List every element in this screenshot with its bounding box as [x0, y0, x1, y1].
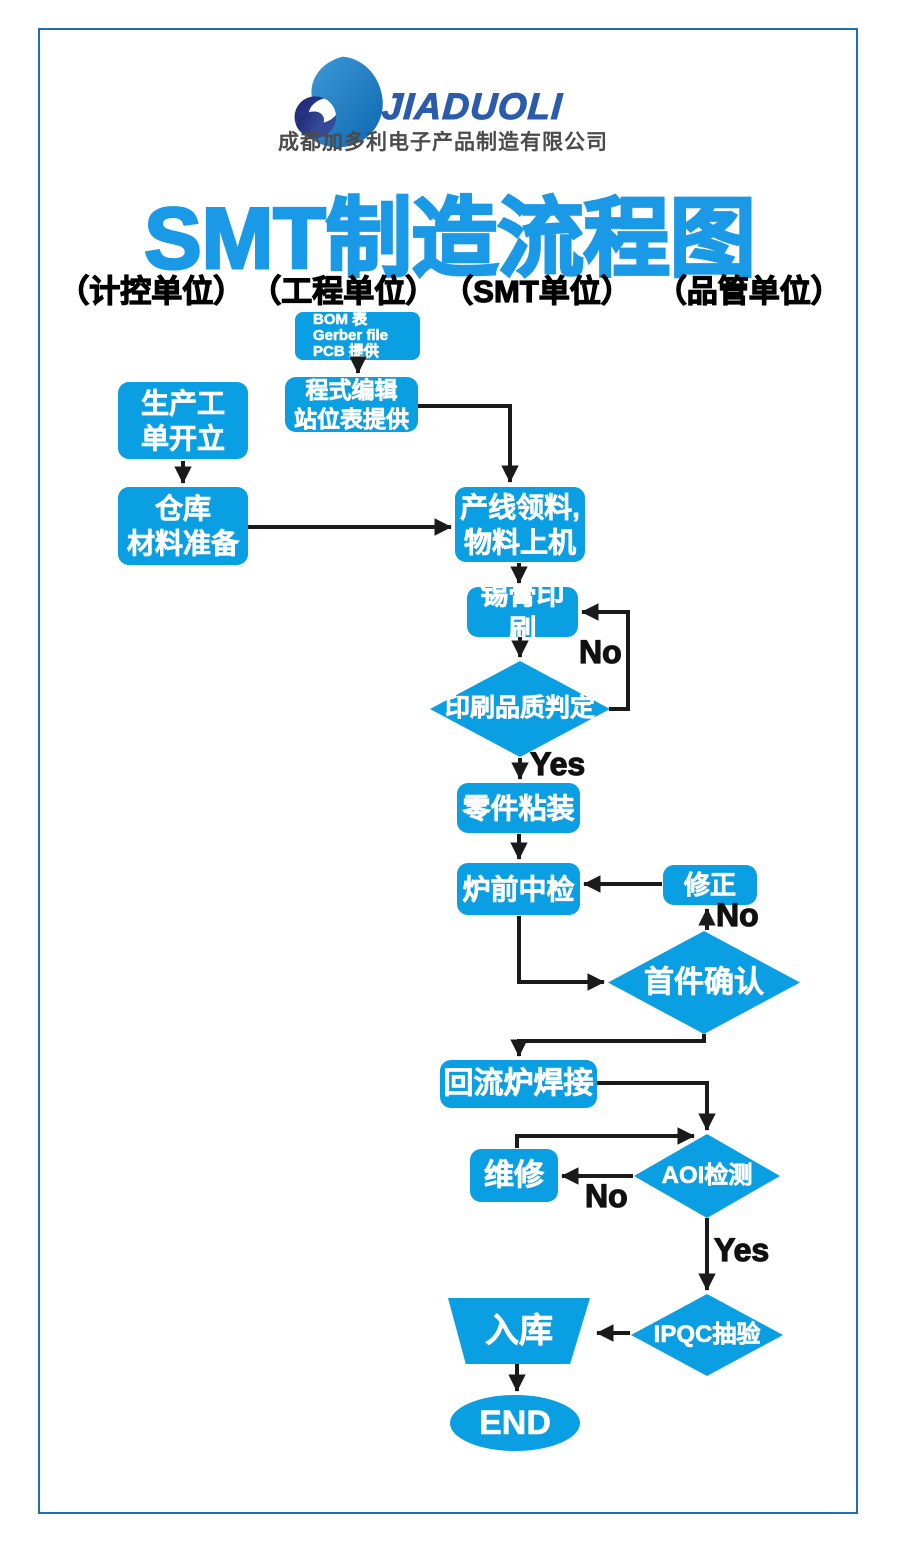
node-storage: 入库 — [448, 1298, 590, 1364]
edge-program-to-linefeed — [418, 404, 519, 483]
label-aoi-no: No — [584, 1177, 628, 1214]
label-aoi-yes: Yes — [713, 1231, 770, 1268]
node-solder-print: 锡膏印刷 — [467, 579, 578, 645]
node-first-confirm: 首件确认 — [608, 931, 800, 1034]
logo-wordmark: JIADUOLI — [380, 86, 565, 128]
unit-label-jikong: （计控单位） — [58, 273, 245, 309]
node-repair: 维修 — [470, 1149, 558, 1202]
page-title: SMT制造流程图 — [143, 190, 758, 289]
node-program-edit: 程式编辑 站位表提供 — [285, 376, 418, 432]
node-line-feed: 产线领料, 物料上机 — [455, 487, 585, 562]
node-end: END — [450, 1395, 580, 1451]
edge-oven-to-firstconfirm — [517, 916, 605, 991]
node-aoi-check: AOI检测 — [634, 1134, 780, 1218]
unit-row: （计控单位） （工程单位） （SMT单位） （品管单位） — [0, 266, 900, 311]
node-chip-mount: 零件粘装 — [457, 783, 580, 833]
node-reflow: 回流炉焊接 — [440, 1060, 597, 1108]
label-print-check-no: No — [578, 633, 622, 670]
node-warehouse: 仓库 材料准备 — [118, 487, 248, 565]
label-first-confirm-no: No — [715, 896, 759, 933]
node-print-check: 印刷品质判定 — [430, 661, 610, 757]
node-ipqc: IPQC抽验 — [631, 1294, 783, 1376]
unit-label-smt: （SMT单位） — [442, 273, 633, 309]
edge-reflow-to-aoi — [597, 1081, 716, 1131]
unit-label-gongcheng: （工程单位） — [250, 273, 437, 309]
jiaduoli-logo-icon — [294, 56, 383, 148]
edge-firstconfirm-to-reflow — [510, 1034, 706, 1057]
edge-repair-to-aoi — [515, 1127, 695, 1148]
label-print-check-yes: Yes — [529, 745, 586, 782]
company-name: 成都加多利电子产品制造有限公司 — [278, 131, 608, 154]
node-work-order: 生产工 单开立 — [118, 382, 248, 459]
unit-label-pinguan: （品管单位） — [655, 273, 842, 309]
node-bom: BOM 表 Gerber file PCB 提供 — [295, 311, 420, 360]
node-fix: 修正 — [663, 865, 757, 905]
node-pre-oven-check: 炉前中检 — [457, 863, 580, 915]
